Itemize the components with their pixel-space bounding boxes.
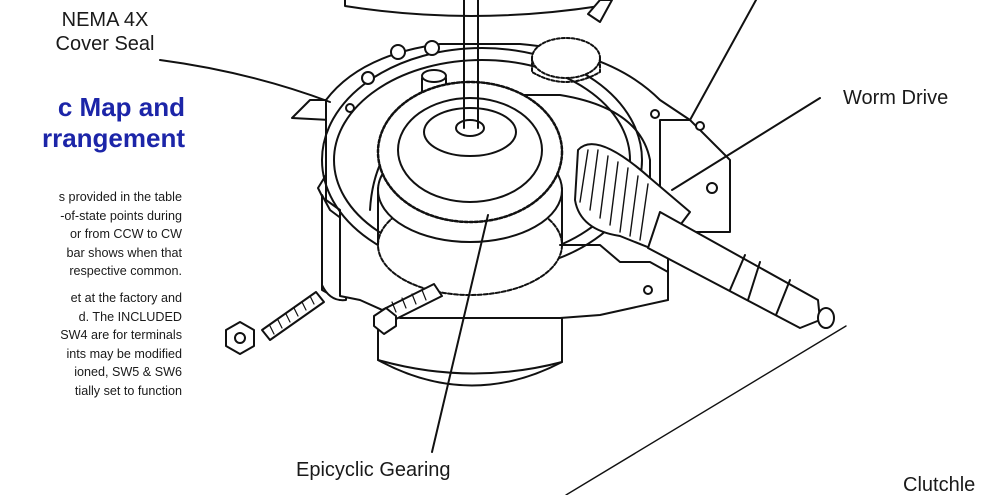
small-spur-gear-side [531, 57, 601, 83]
central-shaft [463, 0, 479, 129]
clutchless-label: Clutchle [903, 473, 992, 497]
paragraph-line: bar shows when that [66, 245, 182, 260]
paragraph-line: et at the factory and [70, 290, 182, 305]
paragraph-line: SW4 are for terminals [60, 328, 182, 343]
body-text: s provided in the table -of-state points… [0, 188, 182, 409]
worm-threads [579, 149, 649, 241]
cover-seal-label: NEMA 4X Cover Seal [30, 8, 180, 56]
paragraph-line: ints may be modified [66, 346, 183, 361]
rim-hole [345, 103, 355, 113]
housing-base-rim [377, 359, 563, 375]
clutchless-label-text: Clutchle [903, 474, 976, 496]
cover-seal-leader [159, 59, 331, 103]
housing-base-cup [377, 317, 563, 387]
set-screw [261, 291, 325, 341]
heading-line-2: rrangement [41, 123, 185, 153]
mount-hole [695, 121, 705, 131]
locking-screw [373, 283, 443, 335]
hex-nut [225, 321, 255, 355]
paragraph-line: or from CCW to CW [70, 227, 182, 242]
paragraph-line: ioned, SW5 & SW6 [74, 365, 182, 380]
worm-drive-leader-1 [689, 0, 757, 121]
housing-lower-wall [559, 244, 669, 301]
paragraph-2: et at the factory and d. The INCLUDED SW… [0, 289, 182, 401]
epicyclic-leader [431, 214, 489, 453]
clutchless-leader [565, 325, 847, 495]
worm-shaft [647, 211, 821, 329]
cover-bracket [587, 0, 613, 23]
section-heading: c Map and rrangement [0, 92, 185, 154]
paragraph-line: s provided in the table [58, 190, 182, 204]
gear-hub [455, 119, 485, 137]
worm-drive-leader-2 [671, 97, 821, 191]
paragraph-1: s provided in the table -of-state points… [0, 188, 182, 281]
paragraph-line: d. The INCLUDED [78, 309, 182, 324]
paragraph-line: tially set to function [74, 383, 182, 398]
epicyclic-gearing-label-text: Epicyclic Gearing [296, 459, 451, 481]
heading-line-1: c Map and [57, 92, 185, 122]
rim-hole [361, 71, 375, 85]
epicyclic-gearing-label: Epicyclic Gearing [296, 458, 536, 482]
small-spur-gear-top [531, 37, 601, 79]
paragraph-line: respective common. [69, 264, 182, 279]
mount-hole [706, 182, 718, 194]
cover-plate [344, 0, 601, 17]
housing-hole [643, 285, 653, 295]
rim-hole [650, 109, 660, 119]
paragraph-line: -of-state points during [60, 208, 182, 223]
worm-shaft-end [817, 307, 835, 329]
cover-seal-label-line-2: Cover Seal [55, 33, 155, 55]
worm-drive-label: Worm Drive [843, 86, 983, 110]
rim-hole [424, 40, 440, 56]
worm-drive-label-text: Worm Drive [843, 87, 949, 109]
rim-hole [390, 44, 406, 60]
worm-shaft-steps [729, 254, 791, 316]
cover-seal-label-line-1: NEMA 4X [61, 9, 149, 31]
left-plug-top [421, 69, 447, 83]
